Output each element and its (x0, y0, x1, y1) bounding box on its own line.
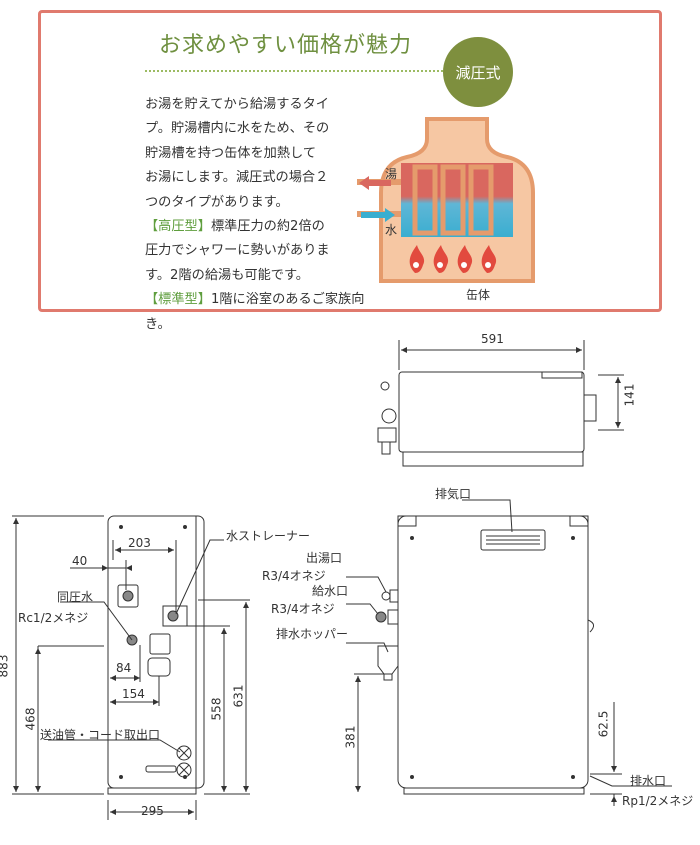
dotted-divider (145, 70, 475, 72)
water-arrow-icon (361, 208, 395, 222)
dim-154: 154 (122, 687, 145, 701)
desc-line: 圧力でシャワーに勢いがありま (145, 243, 330, 259)
label-pressure-thread: Rc1/2メネジ (18, 611, 89, 625)
standard-tag: 【標準型】 (145, 292, 211, 308)
high-pressure-tag: 【高圧型】 (145, 219, 211, 235)
water-zone (401, 163, 513, 237)
label-drain-hopper: 排水ホッパー (276, 627, 349, 641)
label-drain-thread: Rp1/2メネジ (622, 794, 694, 808)
body-label: 缶体 (466, 288, 491, 302)
dim-558: 558 (209, 697, 224, 721)
front-view (346, 499, 672, 806)
dim-295: 295 (141, 804, 164, 818)
desc-line: す。2階の給湯も可能です。 (145, 267, 309, 283)
hot-arrow-icon (359, 176, 391, 190)
flame-icon (409, 245, 497, 273)
dim-203: 203 (128, 536, 151, 550)
label-drain: 排水口 (630, 774, 667, 788)
dim-141: 141 (622, 383, 637, 407)
dim-40: 40 (72, 554, 88, 568)
top-view (377, 340, 624, 467)
dim-84: 84 (116, 661, 132, 675)
label-hot-thread: R3/4オネジ (262, 569, 326, 583)
label-strainer: 水ストレーナー (226, 529, 311, 543)
label-exhaust: 排気口 (435, 487, 472, 501)
type-badge: 減圧式 (443, 37, 513, 107)
side-view (12, 515, 250, 820)
standard-line: 【標準型】1階に浴室のあるご家族向き。 (145, 292, 365, 332)
hot-label: 湯 (385, 167, 398, 181)
dim-62-5: 62.5 (596, 710, 611, 738)
description-text: お湯を貯えてから給湯するタイ プ。貯湯槽内に水をため、その 貯湯槽を持つ缶体を加… (145, 93, 375, 337)
dim-631: 631 (231, 684, 246, 708)
desc-line: お湯にします。減圧式の場合２ (145, 170, 329, 186)
flow-arrows (359, 176, 395, 222)
high-pressure-line: 【高圧型】標準圧力の約2倍の (145, 219, 325, 235)
label-water-thread: R3/4オネジ (271, 602, 335, 616)
dim-591: 591 (481, 332, 504, 346)
water-label: 水 (385, 223, 398, 237)
label-pressure-water: 同圧水 (57, 590, 94, 604)
dim-883: 883 (0, 654, 11, 678)
technical-drawings (12, 340, 672, 820)
desc-line: 貯湯槽を持つ缶体を加熱して (145, 145, 317, 161)
desc-line: つのタイプがあります。 (145, 194, 289, 210)
feature-panel: お求めやすい価格が魅力 減圧式 お湯を貯えてから給湯するタイ プ。貯湯槽内に水を… (38, 10, 662, 332)
panel-title: お求めやすい価格が魅力 (159, 33, 413, 58)
dim-468: 468 (23, 707, 38, 731)
tank-diagram (357, 117, 535, 283)
dim-381: 381 (343, 725, 358, 749)
desc-line: プ。貯湯槽内に水をため、その (145, 121, 330, 137)
label-oil-pipe: 送油管・コード取出口 (40, 728, 161, 742)
desc-line: お湯を貯えてから給湯するタイ (145, 97, 329, 112)
label-hot-outlet: 出湯口 (306, 551, 343, 565)
label-water-inlet: 給水口 (312, 584, 349, 598)
